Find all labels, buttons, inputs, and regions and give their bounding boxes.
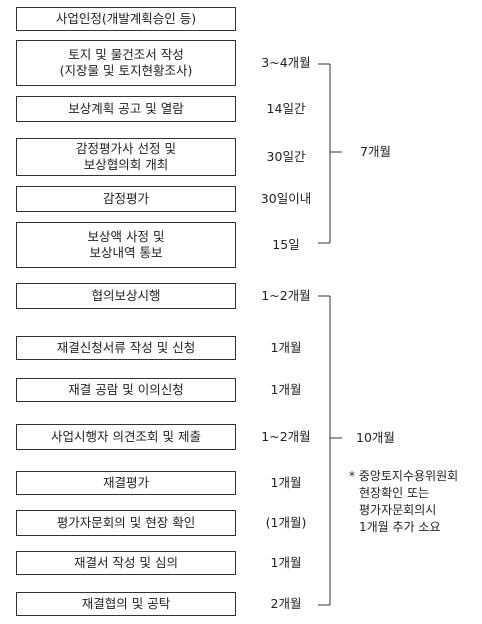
step-label-line: 재결서 작성 및 심의 bbox=[74, 555, 178, 570]
group2-total: 10개월 bbox=[356, 430, 395, 445]
step-label-line: 보상액 사정 및 bbox=[87, 229, 165, 244]
group2-note: * 중앙토지수용위원회 현장확인 또는 평가자문회의시 1개월 추가 소요 bbox=[349, 468, 458, 536]
step-duration: 1~2개월 bbox=[261, 288, 311, 303]
step-label-line: 재결신청서류 작성 및 신청 bbox=[56, 340, 196, 355]
group1-total: 7개월 bbox=[360, 144, 391, 159]
note-line: 현장확인 또는 bbox=[359, 486, 430, 500]
step-label-line: 보상내역 통보 bbox=[89, 245, 163, 260]
step-box: 재결협의 및 공탁 bbox=[16, 592, 236, 616]
step-duration: 3~4개월 bbox=[261, 55, 311, 70]
step-box: 평가자문회의 및 현장 확인 bbox=[16, 510, 236, 536]
step-label-line: 사업시행자 의견조회 및 제출 bbox=[51, 429, 201, 444]
step-label-line: 재결 공람 및 이의신청 bbox=[68, 382, 184, 397]
step-duration: 1개월 bbox=[270, 555, 302, 570]
step-duration: 1개월 bbox=[270, 475, 302, 490]
step-duration: 15일 bbox=[272, 237, 300, 252]
step-label-line: 토지 및 물건조서 작성 bbox=[68, 47, 184, 62]
note-line: 평가자문회의시 bbox=[359, 503, 437, 517]
note-line: 1개월 추가 소요 bbox=[359, 520, 441, 534]
step-box: 재결신청서류 작성 및 신청 bbox=[16, 336, 236, 360]
step-label-line: 재결평가 bbox=[102, 475, 149, 490]
step-duration: (1개월) bbox=[265, 515, 307, 530]
step-duration: 14일간 bbox=[266, 101, 306, 116]
step-label-line: 재결협의 및 공탁 bbox=[81, 596, 171, 611]
step-duration: 1개월 bbox=[270, 382, 302, 397]
step-duration: 1개월 bbox=[270, 340, 302, 355]
step-box: 감정평가 bbox=[16, 186, 236, 212]
step-box: 사업인정(개발계획승인 등) bbox=[16, 7, 236, 31]
step-box: 보상계획 공고 및 열람 bbox=[16, 96, 236, 122]
step-box: 사업시행자 의견조회 및 제출 bbox=[16, 424, 236, 450]
step-box: 협의보상시행 bbox=[16, 283, 236, 309]
note-line: * 중앙토지수용위원회 bbox=[349, 469, 459, 483]
step-label-line: (지장물 및 토지현황조사) bbox=[59, 63, 193, 78]
step-box: 재결평가 bbox=[16, 471, 236, 495]
step-duration: 30일이내 bbox=[260, 191, 312, 206]
step-label-line: 협의보상시행 bbox=[91, 288, 161, 303]
step-duration: 1~2개월 bbox=[261, 429, 311, 444]
step-label-line: 감정평가 bbox=[102, 191, 149, 206]
step-label-line: 보상계획 공고 및 열람 bbox=[68, 101, 184, 116]
step-duration: 30일간 bbox=[266, 149, 306, 164]
step-box: 재결서 작성 및 심의 bbox=[16, 551, 236, 575]
step-box: 재결 공람 및 이의신청 bbox=[16, 378, 236, 402]
step-label-line: 보상협의회 개최 bbox=[83, 157, 169, 172]
step-duration: 2개월 bbox=[270, 596, 302, 611]
step-label-line: 사업인정(개발계획승인 등) bbox=[55, 11, 197, 26]
step-label-line: 평가자문회의 및 현장 확인 bbox=[56, 515, 196, 530]
step-box: 토지 및 물건조서 작성(지장물 및 토지현황조사) bbox=[16, 40, 236, 86]
step-label-line: 감정평가사 선정 및 bbox=[76, 141, 176, 156]
